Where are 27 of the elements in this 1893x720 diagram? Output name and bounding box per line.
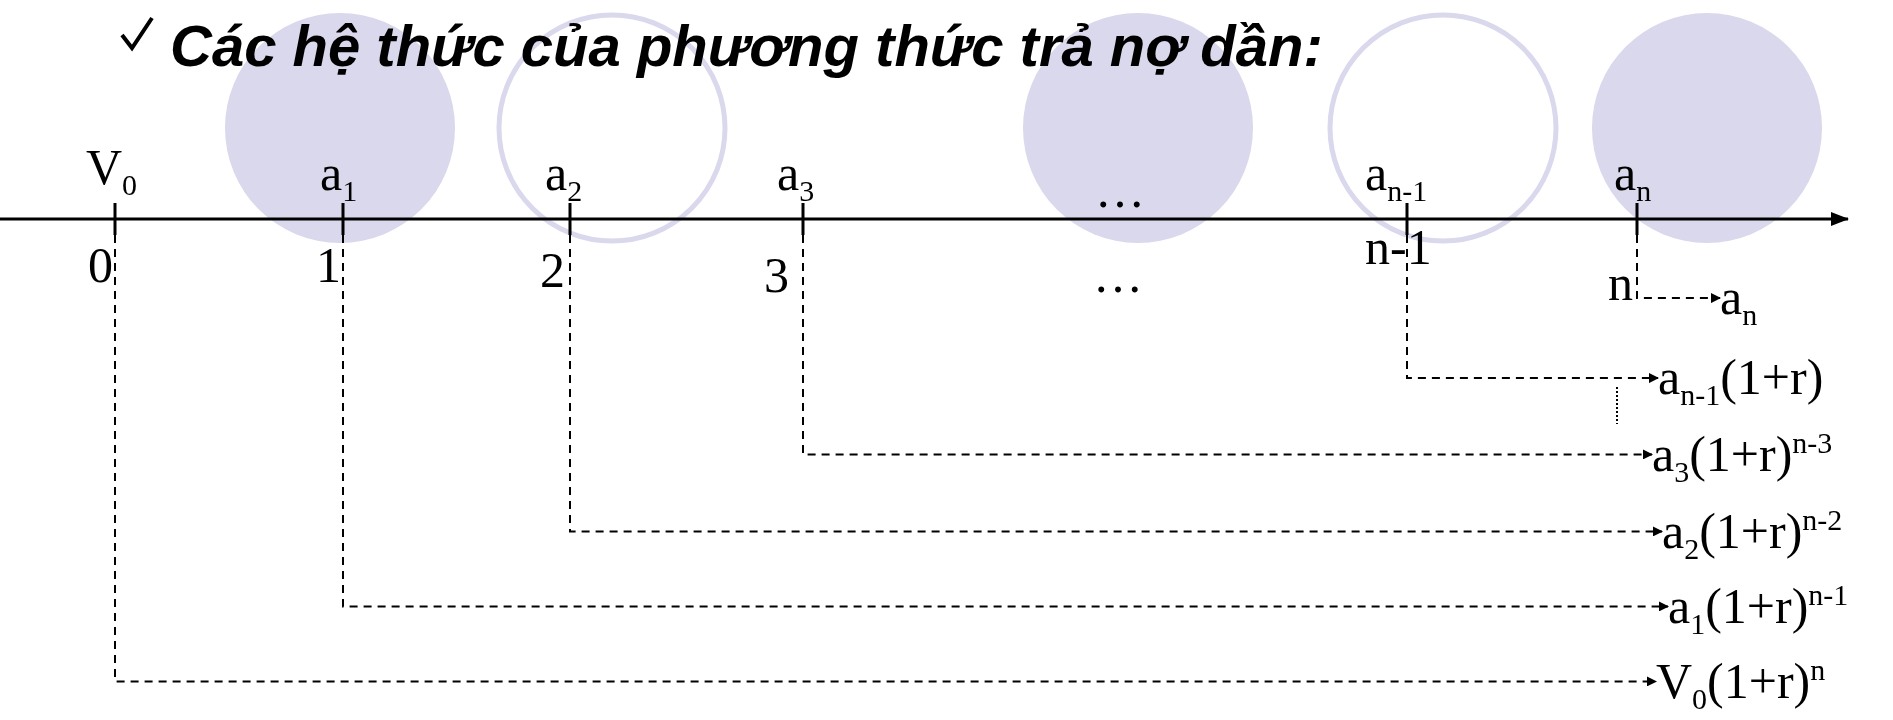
payment-label: V$_{0}$ — [86, 142, 138, 200]
payment-label: a$_{n-1}$ — [1365, 148, 1428, 206]
period-number: 0 — [88, 240, 113, 290]
payment-label: a$_{1}$ — [320, 148, 358, 206]
title: Các hệ thức của phương thức trả nợ dần: — [170, 12, 1323, 79]
arrow — [1406, 234, 1659, 384]
future-value-term: a$_{2}$(1+r)$^{n-2}$ — [1662, 505, 1843, 564]
ellipsis: … — [1095, 165, 1145, 215]
payment-label: a$_{n}$ — [1614, 148, 1652, 206]
future-value-term: a$_{n-1}$(1+r) — [1658, 352, 1824, 410]
arrow — [1636, 234, 1721, 304]
period-number: n-1 — [1365, 222, 1432, 272]
future-value-term: a$_{3}$(1+r)$^{n-3}$ — [1652, 428, 1833, 487]
payment-label: a$_{3}$ — [777, 148, 815, 206]
arrow — [802, 234, 1653, 460]
ellipsis: … — [1093, 250, 1143, 300]
period-number: n — [1608, 258, 1633, 308]
period-number: 2 — [540, 245, 565, 295]
payment-value: a$_{n}$ — [1720, 272, 1758, 330]
future-value-term: V$_{0}$(1+r)$^{n}$ — [1656, 655, 1826, 714]
period-number: 1 — [316, 240, 341, 290]
arrow — [114, 234, 1657, 687]
arrow — [342, 234, 1669, 612]
payment-label: a$_{2}$ — [545, 148, 583, 206]
future-value-term: a$_{1}$(1+r)$^{n-1}$ — [1668, 580, 1849, 639]
arrow — [569, 234, 1663, 537]
period-number: 3 — [764, 250, 789, 300]
